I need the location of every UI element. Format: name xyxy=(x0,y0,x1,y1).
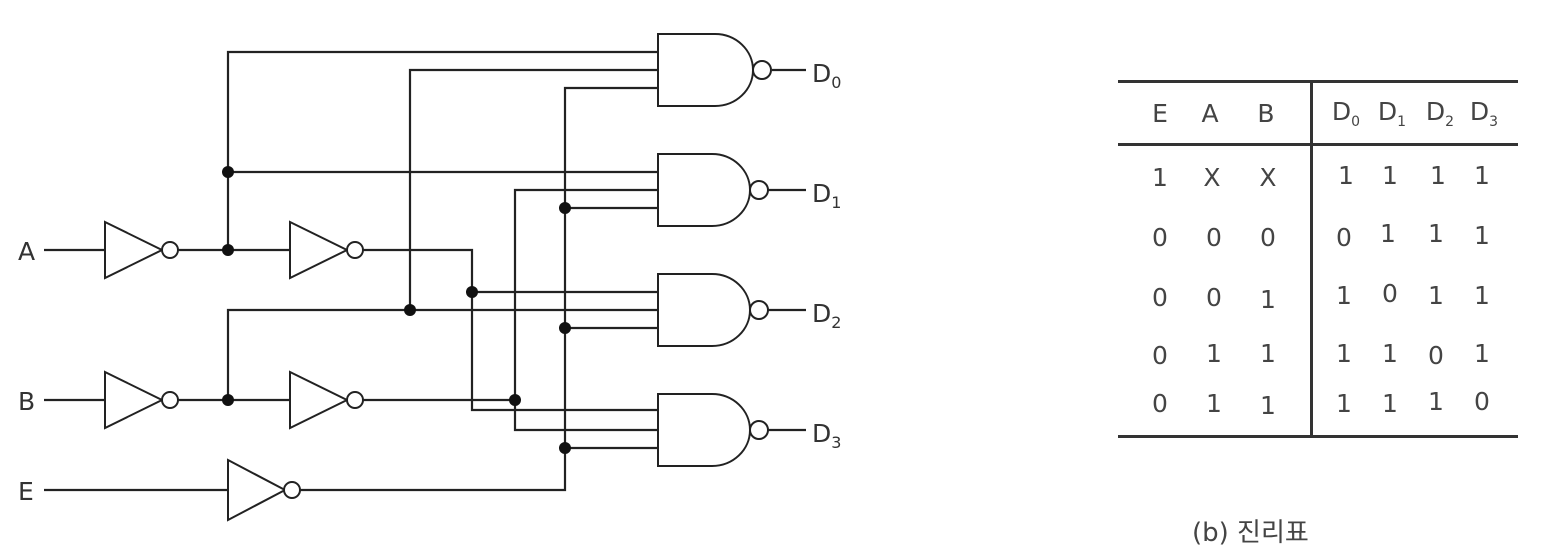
table-cell: 0 xyxy=(1152,283,1168,312)
not-gate-e xyxy=(227,458,301,522)
table-cell: 0 xyxy=(1336,223,1352,252)
output-label-d2: D2 xyxy=(812,299,841,332)
table-cell: 1 xyxy=(1428,219,1444,248)
input-label-e: E xyxy=(18,477,34,506)
table-cell: X xyxy=(1203,163,1221,192)
table-cell: 0 xyxy=(1152,389,1168,418)
table-cell: 1 xyxy=(1428,281,1444,310)
header-d2: D2 xyxy=(1425,97,1455,130)
header-a: A xyxy=(1201,99,1219,128)
table-divider-horizontal xyxy=(1118,143,1518,146)
table-cell: 1 xyxy=(1474,161,1490,190)
table-cell: 1 xyxy=(1382,339,1398,368)
table-cell: 1 xyxy=(1430,161,1446,190)
table-cell: 1 xyxy=(1260,285,1276,314)
table-cell: X xyxy=(1259,163,1277,192)
header-b: B xyxy=(1257,99,1275,128)
table-cell: 1 xyxy=(1336,389,1352,418)
table-cell: 1 xyxy=(1206,389,1222,418)
output-label-d3: D3 xyxy=(812,419,841,452)
table-cell: 1 xyxy=(1474,221,1490,250)
table-cell: 1 xyxy=(1474,281,1490,310)
decoder-circuit: A B E xyxy=(18,33,841,522)
header-d1: D1 xyxy=(1377,97,1407,130)
header-d3: D3 xyxy=(1469,97,1499,130)
table-cell: 0 xyxy=(1152,341,1168,370)
table-cell: 1 xyxy=(1260,391,1276,420)
table-cell: 0 xyxy=(1260,223,1276,252)
header-d0: D0 xyxy=(1331,97,1361,130)
table-cell: 0 xyxy=(1428,341,1444,370)
table-cell: 0 xyxy=(1474,387,1490,416)
table-cell: 0 xyxy=(1152,223,1168,252)
table-cell: 1 xyxy=(1382,389,1398,418)
not-gate-a2 xyxy=(289,220,364,280)
junction-dots xyxy=(222,166,571,454)
input-label-b: B xyxy=(18,387,35,416)
output-label-d0: D0 xyxy=(812,59,841,92)
output-label-d1: D1 xyxy=(812,179,841,212)
truth-table: E A B D0 D1 D2 D3 1 X X 1 1 1 1 0 0 0 0 … xyxy=(1118,80,1518,438)
wires xyxy=(44,50,806,492)
table-cell: 0 xyxy=(1206,283,1222,312)
table-cell: 1 xyxy=(1336,339,1352,368)
table-cell: 0 xyxy=(1382,279,1398,308)
table-divider-vertical xyxy=(1310,83,1313,435)
not-gate-b2 xyxy=(289,370,364,430)
table-cell: 1 xyxy=(1206,339,1222,368)
table-cell: 1 xyxy=(1152,163,1168,192)
nand-gate-d3 xyxy=(657,393,769,467)
nand-gate-d0 xyxy=(657,33,772,107)
nand-gate-d2 xyxy=(657,273,769,347)
input-label-a: A xyxy=(18,237,35,266)
table-cell: 1 xyxy=(1428,387,1444,416)
table-cell: 1 xyxy=(1382,161,1398,190)
table-cell: 0 xyxy=(1206,223,1222,252)
table-cell: 1 xyxy=(1380,219,1396,248)
header-e: E xyxy=(1152,99,1168,128)
not-gate-b1 xyxy=(104,370,179,430)
nand-gate-d1 xyxy=(657,153,769,227)
table-caption: (b) 진리표 xyxy=(1192,518,1309,548)
not-gate-a1 xyxy=(104,220,179,280)
table-cell: 1 xyxy=(1336,281,1352,310)
table-cell: 1 xyxy=(1260,339,1276,368)
table-cell: 1 xyxy=(1474,339,1490,368)
table-cell: 1 xyxy=(1338,161,1354,190)
